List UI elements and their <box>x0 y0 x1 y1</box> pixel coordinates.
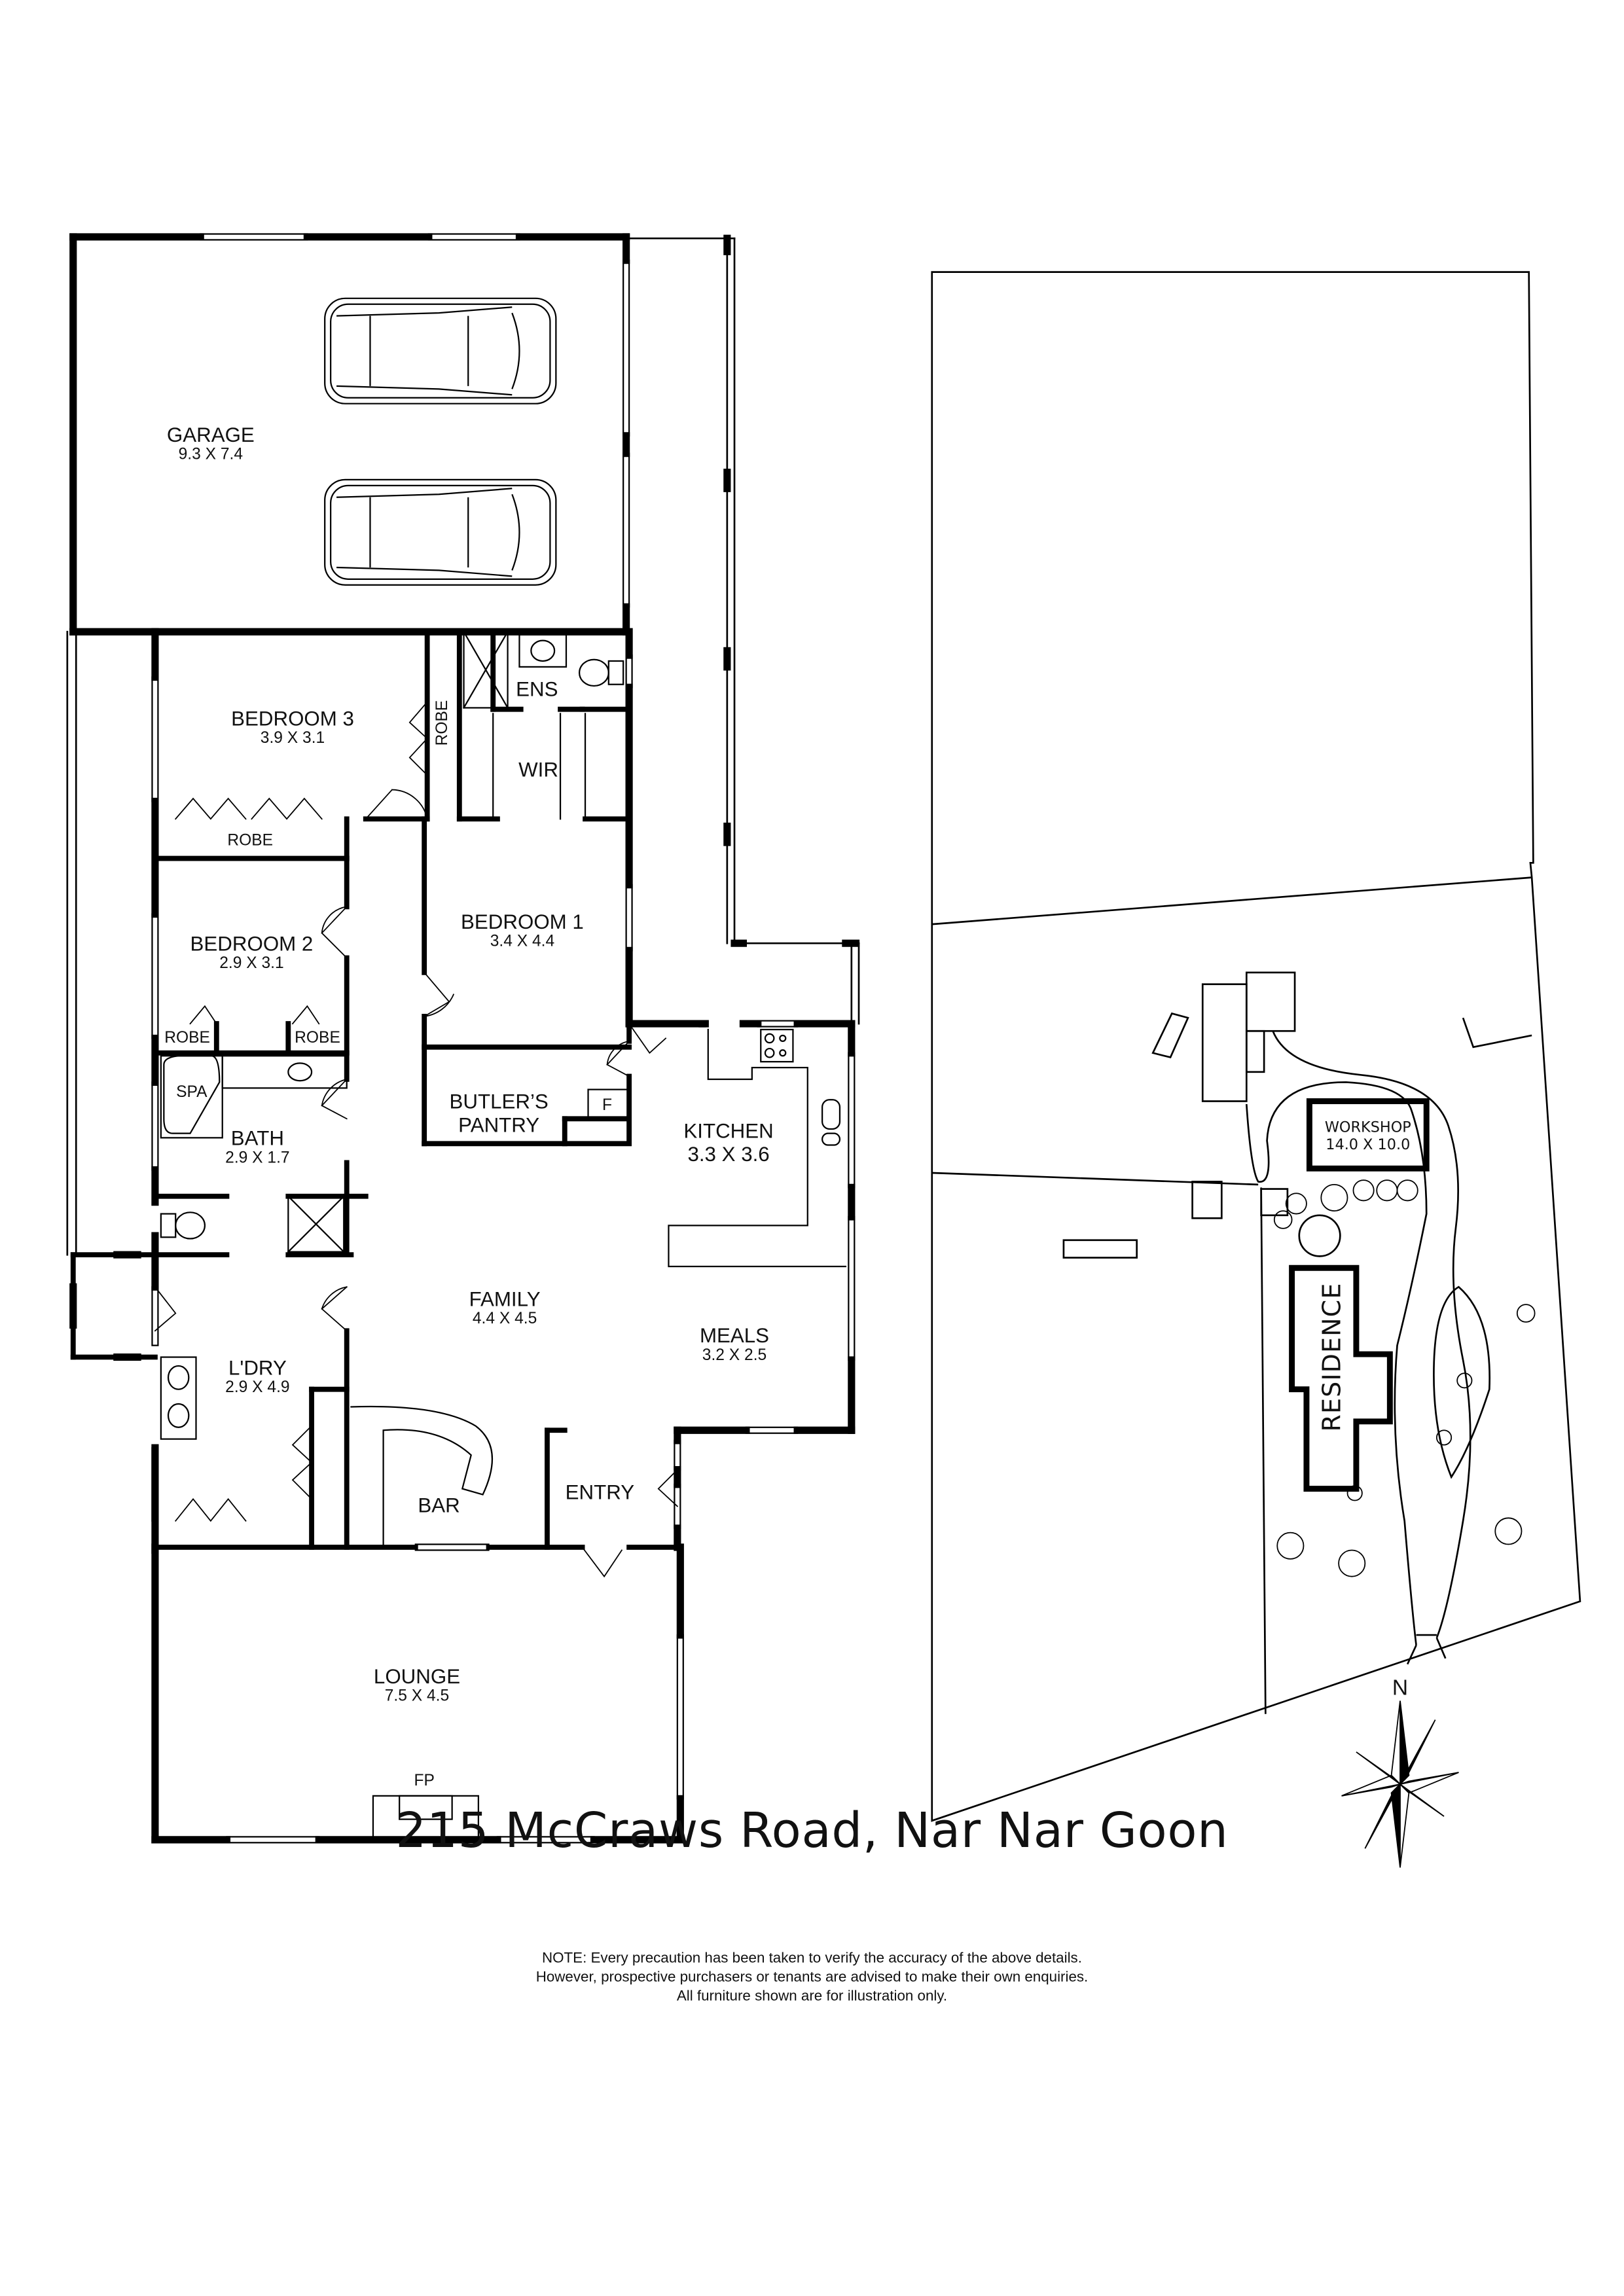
room-label-bar: BAR <box>418 1493 460 1516</box>
room-label-bedroom-3: BEDROOM 3 3.9 X 3.1 <box>231 706 354 748</box>
room-name: BEDROOM 3 <box>231 706 354 730</box>
room-label-bath: BATH 2.9 X 1.7 <box>225 1126 289 1168</box>
note-line: All furniture shown are for illustration… <box>676 1988 948 2005</box>
room-label-butlers-pantry: BUTLER’S PANTRY <box>450 1090 549 1137</box>
room-name: L'DRY <box>228 1355 287 1380</box>
room-label-garage: GARAGE 9.3 X 7.4 <box>167 423 255 465</box>
residence-label: RESIDENCE <box>1318 1282 1348 1432</box>
building-dimensions: 14.0 X 10.0 <box>1326 1138 1411 1154</box>
room-label-wir: WIR <box>518 757 558 781</box>
workshop-outline <box>1306 1098 1430 1172</box>
compass-rose-icon <box>1341 1700 1459 1868</box>
room-dimensions: 3.4 X 4.4 <box>490 933 555 951</box>
fridge-label: F <box>602 1096 613 1115</box>
room-name: BATH <box>230 1126 284 1150</box>
room-dimensions: 2.9 X 4.9 <box>225 1379 290 1397</box>
room-dimensions: 2.9 X 1.7 <box>225 1149 290 1168</box>
workshop-label: WORKSHOP 14.0 X 10.0 <box>1325 1121 1411 1156</box>
robe-label-bedroom-3-bottom: ROBE <box>227 832 274 850</box>
note-line: NOTE: Every precaution has been taken to… <box>541 1950 1082 1967</box>
room-dimensions: 2.9 X 3.1 <box>219 955 284 973</box>
disclaimer-note: NOTE: Every precaution has been taken to… <box>536 1949 1089 2006</box>
page-title: 215 McCraws Road, Nar Nar Goon <box>395 1801 1229 1859</box>
room-name: MEALS <box>699 1323 770 1347</box>
room-name: ENS <box>516 677 558 701</box>
building-name: WORKSHOP <box>1324 1120 1411 1137</box>
room-name: BEDROOM 2 <box>190 931 314 956</box>
room-name: ENTRY <box>565 1480 635 1503</box>
room-name: BEDROOM 1 <box>461 909 584 933</box>
room-label-meals: MEALS 3.2 X 2.5 <box>700 1323 769 1365</box>
spa-label: SPA <box>176 1083 208 1102</box>
room-name-line1: BUTLER’S <box>449 1089 549 1113</box>
room-dimensions: 4.4 X 4.5 <box>472 1310 537 1329</box>
room-label-ens: ENS <box>516 677 558 701</box>
compass-north-label: N <box>1392 1676 1409 1701</box>
room-label-entry: ENTRY <box>566 1480 635 1503</box>
room-name-line2: PANTRY <box>458 1113 540 1137</box>
room-name: WIR <box>518 757 558 781</box>
room-name: GARAGE <box>166 422 255 446</box>
room-label-family: FAMILY 4.4 X 4.5 <box>469 1287 541 1329</box>
room-label-kitchen: KITCHEN 3.3 X 3.6 <box>683 1119 773 1166</box>
robe-label-bedroom-2-left: ROBE <box>164 1030 210 1047</box>
room-name: KITCHEN <box>683 1119 774 1143</box>
room-dimensions: 9.3 X 7.4 <box>178 446 244 464</box>
residence-outline <box>1289 1265 1393 1492</box>
fireplace-label: FP <box>414 1772 435 1790</box>
note-line: However, prospective purchasers or tenan… <box>535 1969 1089 1986</box>
room-label-bedroom-1: BEDROOM 1 3.4 X 4.4 <box>461 910 584 952</box>
room-dimensions: 3.2 X 2.5 <box>702 1347 767 1365</box>
room-label-laundry: L'DRY 2.9 X 4.9 <box>225 1355 289 1397</box>
room-name: FAMILY <box>469 1287 541 1311</box>
robe-label-bedroom-2-right: ROBE <box>295 1030 340 1047</box>
room-name: LOUNGE <box>373 1664 461 1688</box>
site-plan-drawing <box>931 271 1581 1822</box>
car-bottom <box>324 478 557 586</box>
room-dimensions: 7.5 X 4.5 <box>384 1687 450 1706</box>
robe-label-bedroom-3-side: ROBE <box>434 700 452 746</box>
room-label-lounge: LOUNGE 7.5 X 4.5 <box>374 1664 460 1706</box>
room-dimensions: 3.9 X 3.1 <box>260 730 325 747</box>
room-dimensions: 3.3 X 3.6 <box>687 1142 770 1166</box>
room-label-bedroom-2: BEDROOM 2 2.9 X 3.1 <box>190 931 314 973</box>
car-top <box>324 297 557 404</box>
room-name: BAR <box>418 1493 460 1517</box>
garage-walls <box>69 233 630 636</box>
